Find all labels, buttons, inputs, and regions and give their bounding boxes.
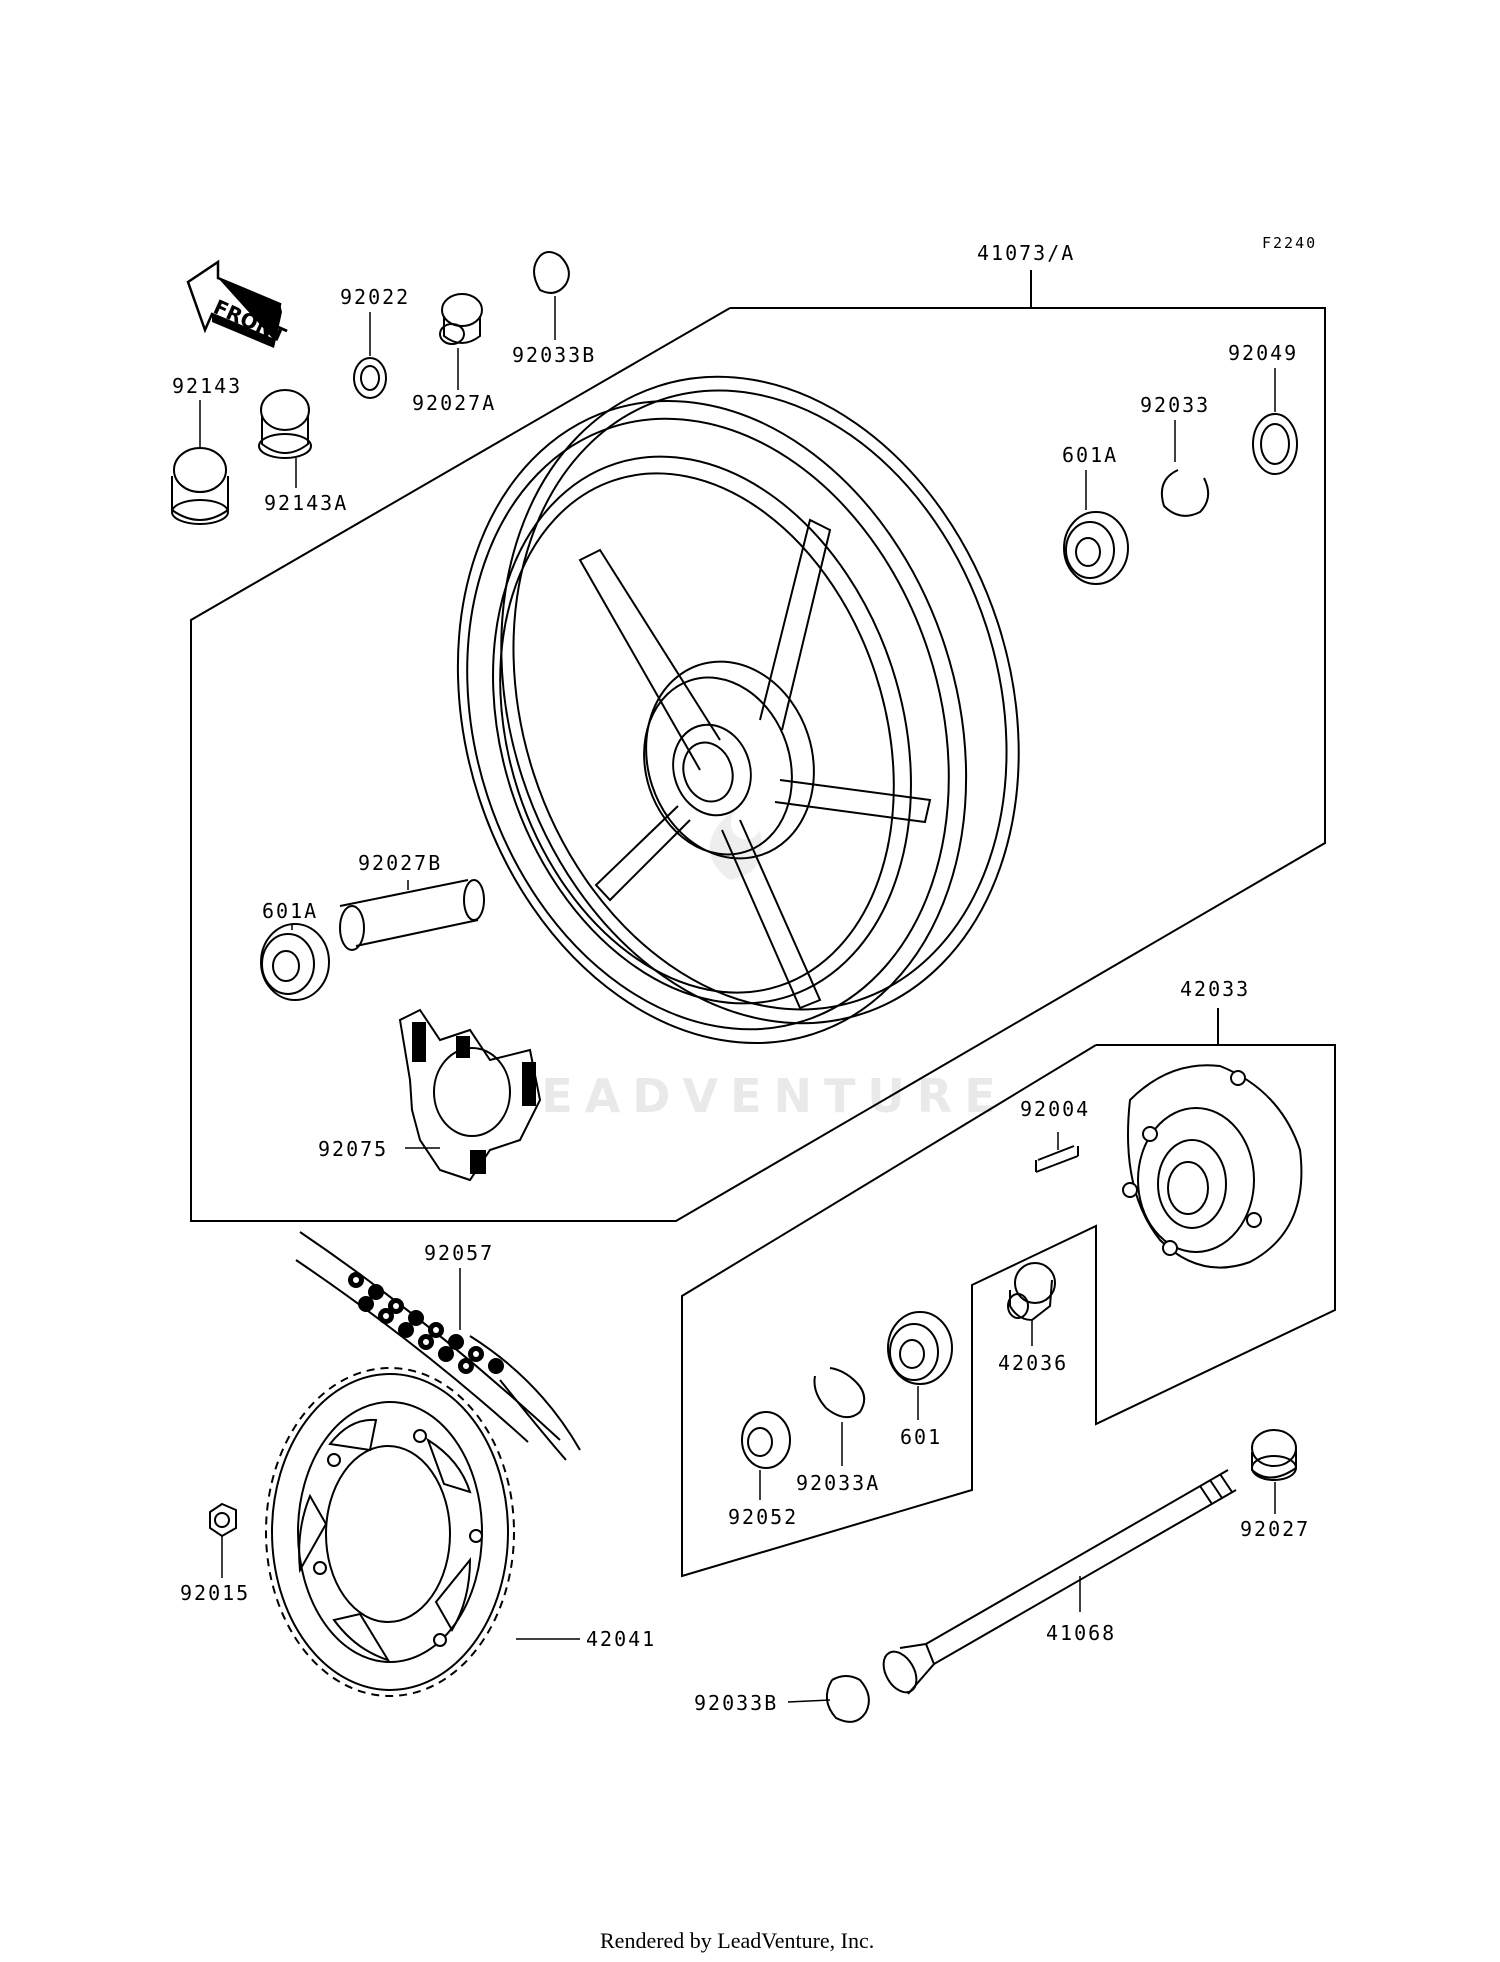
label-601a-top: 601A [1062,443,1118,467]
label-92075: 92075 [318,1137,388,1161]
part-41068-axle [882,1469,1237,1695]
label-41073a: 41073/A [977,241,1075,265]
label-92052: 92052 [728,1505,798,1529]
label-92033b-top: 92033B [512,343,596,367]
label-92027: 92027 [1240,1517,1310,1541]
part-92033b-top [533,251,570,294]
figure-code: F2240 [1262,234,1317,252]
footer-text: Rendered by LeadVenture, Inc. [600,1928,874,1953]
part-42041-sprocket [265,1367,515,1697]
label-601a-left: 601A [262,899,318,923]
label-601: 601 [900,1425,942,1449]
part-92033b-bottom [825,1675,870,1723]
hub-group-outline [681,1044,1336,1578]
label-92033: 92033 [1140,393,1210,417]
part-92143a [258,389,312,459]
part-92027b [339,879,485,951]
part-92049 [1252,413,1298,475]
part-42036 [1007,1262,1056,1322]
label-92015: 92015 [180,1581,250,1605]
part-92022 [353,357,387,399]
watermark-text: LEADVENTURE [500,1069,1008,1123]
label-92027b: 92027B [358,851,442,875]
part-601a-left [260,923,330,1001]
part-601 [887,1311,953,1385]
part-92027a [439,293,483,345]
part-92143 [171,447,229,525]
label-92143a: 92143A [264,491,348,515]
label-92033a: 92033A [796,1471,880,1495]
label-92057: 92057 [424,1241,494,1265]
label-42036: 42036 [998,1351,1068,1375]
label-42041: 42041 [586,1627,656,1651]
rear-wheel [456,375,1020,1045]
part-601a-top [1063,511,1129,585]
part-92057-chain [295,1231,581,1461]
front-arrow-icon: FRONT [186,259,290,348]
part-92033 [1160,469,1210,517]
wheel-group-outline [190,307,1326,1222]
label-92033b-bottom: 92033B [694,1691,778,1715]
part-92052 [741,1411,791,1469]
label-92027a: 92027A [412,391,496,415]
label-42033: 42033 [1180,977,1250,1001]
label-92004: 92004 [1020,1097,1090,1121]
label-92022: 92022 [340,285,410,309]
part-92015-nut [209,1502,237,1538]
part-92033a [813,1367,866,1419]
label-41068: 41068 [1046,1621,1116,1645]
part-92004 [1035,1145,1079,1173]
watermark: LEADVENTURE [500,810,1008,1123]
part-92027 [1251,1429,1297,1481]
part-42033-hub [1122,1064,1303,1269]
part-92075 [398,1008,542,1182]
label-92049: 92049 [1228,341,1298,365]
label-92143: 92143 [172,374,242,398]
